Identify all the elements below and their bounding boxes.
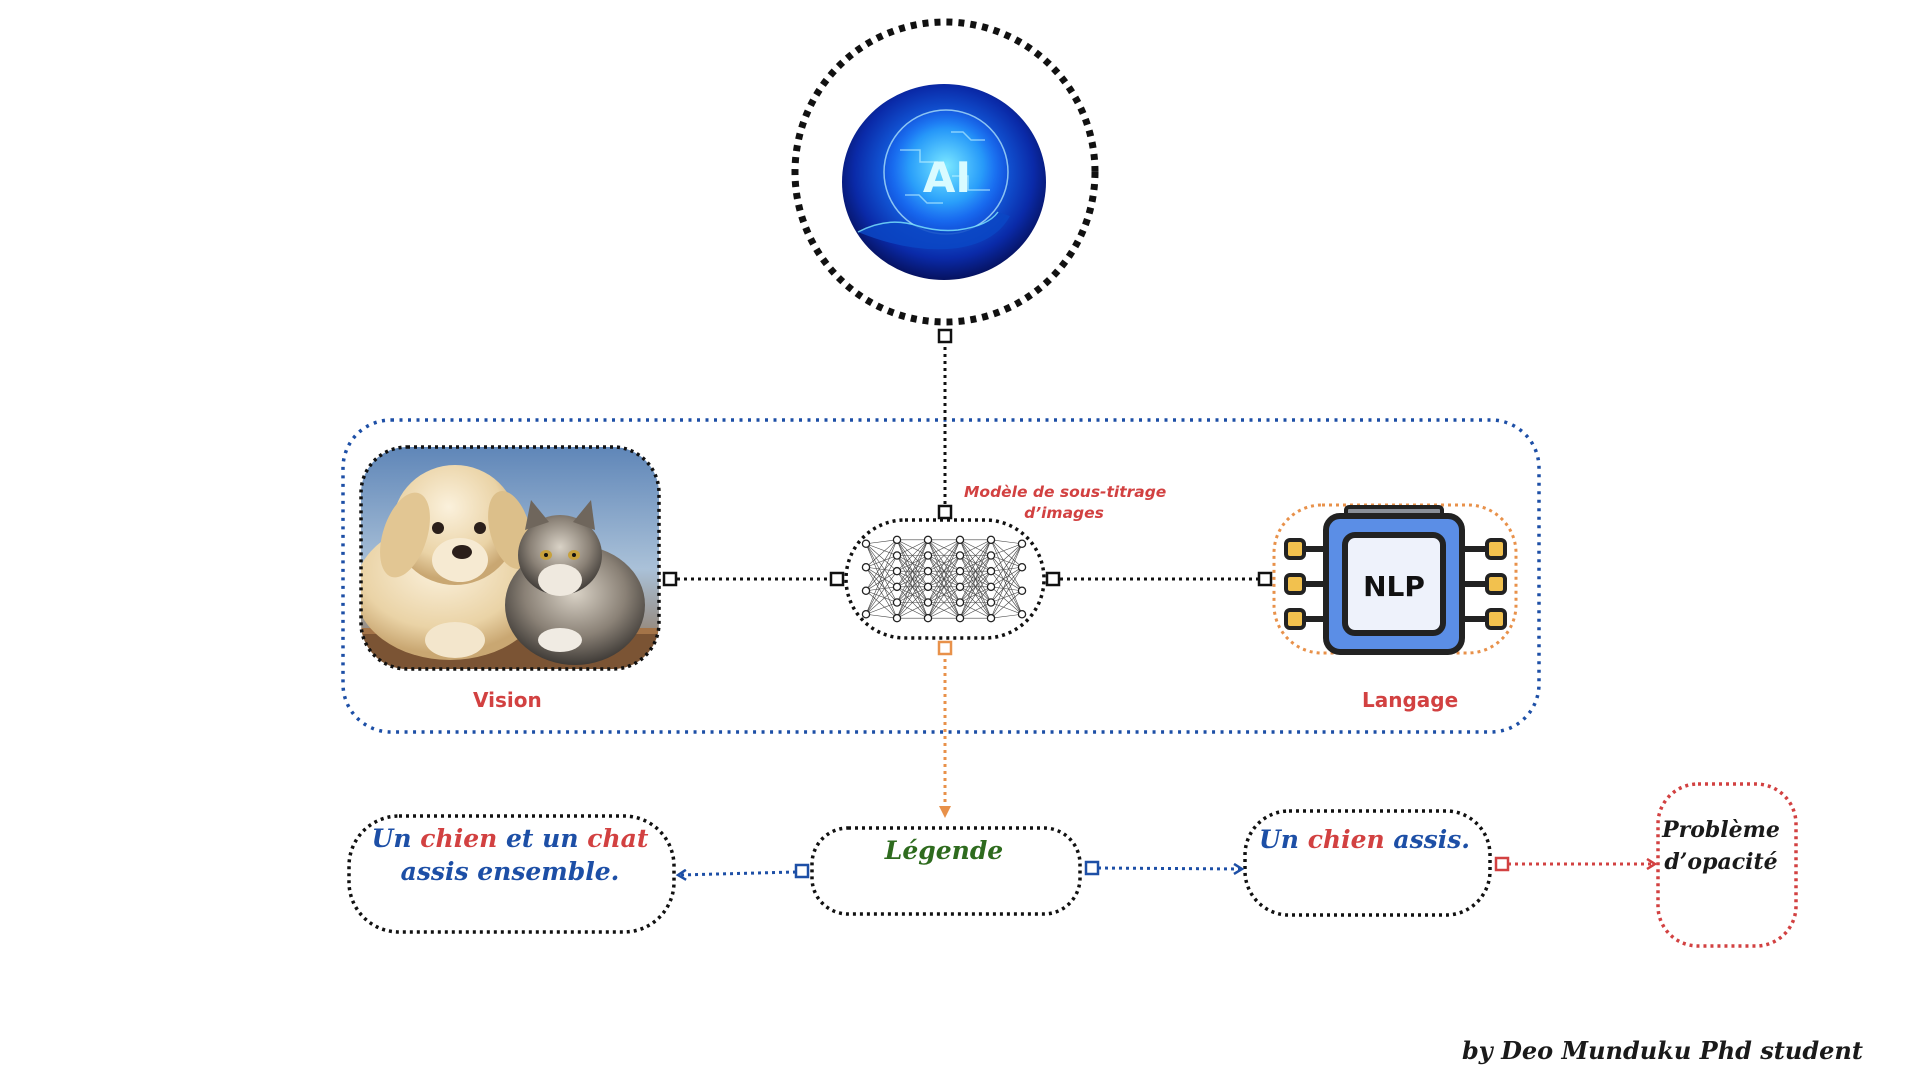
caption-left-line2: assis ensemble.	[400, 857, 620, 886]
nlp-chip-icon: NLP	[1284, 505, 1507, 655]
port-caption-right	[1494, 856, 1510, 872]
ai-node: AI	[791, 18, 1099, 326]
vision-node	[359, 445, 661, 671]
port-ai-bottom	[937, 328, 953, 344]
caption-left-word2: chien	[420, 824, 498, 853]
caption-right-word3: assis.	[1393, 825, 1471, 854]
model-label-line2: d’images	[1024, 504, 1104, 522]
port-langage-left	[1257, 571, 1273, 587]
ai-text: AI	[923, 153, 971, 202]
caption-left-node	[347, 814, 676, 934]
port-model-right	[1045, 571, 1061, 587]
langage-node: NLP	[1272, 503, 1518, 655]
port-legende-right	[1084, 860, 1100, 876]
problem-line1: Problème	[1662, 817, 1780, 843]
model-node	[844, 518, 1046, 640]
port-model-left	[829, 571, 845, 587]
ai-globe-icon: AI	[842, 84, 1046, 280]
problem-node	[1656, 782, 1798, 948]
legende-label: Légende	[884, 836, 1004, 865]
caption-left-word1: Un	[371, 824, 412, 853]
connector-legende-caption-right	[1097, 868, 1241, 869]
caption-right-node	[1243, 809, 1492, 917]
neural-network-icon	[861, 535, 1027, 623]
caption-right-word1: Un	[1258, 825, 1299, 854]
caption-left-text: Un chien et un chat assis ensemble.	[350, 822, 670, 888]
legende-node	[810, 826, 1082, 916]
model-label-line1: Modèle de sous-titrage	[964, 483, 1167, 501]
author-credit: by Deo Munduku Phd student	[1462, 1036, 1863, 1065]
caption-right-word2: chien	[1307, 825, 1385, 854]
port-legende-left	[794, 863, 810, 879]
problem-line2: d’opacité	[1664, 849, 1778, 875]
caption-left-word3: et un	[506, 824, 579, 853]
port-model-bottom	[937, 640, 953, 656]
connector-legende-caption-left	[679, 872, 797, 875]
port-vision-right	[662, 571, 678, 587]
langage-label: Langage	[1362, 688, 1459, 712]
caption-left-word4: chat	[587, 824, 649, 853]
dog-and-cat-photo	[361, 447, 659, 669]
vision-label: Vision	[473, 688, 542, 712]
vision-language-group	[341, 418, 1541, 734]
problem-label: Problème d’opacité	[1652, 814, 1790, 878]
caption-right-text: Un chien assis.	[1242, 825, 1487, 854]
model-label: Modèle de sous-titrage d’images	[964, 482, 1167, 524]
nlp-chip-text: NLP	[1363, 570, 1425, 603]
port-model-top	[937, 504, 953, 520]
